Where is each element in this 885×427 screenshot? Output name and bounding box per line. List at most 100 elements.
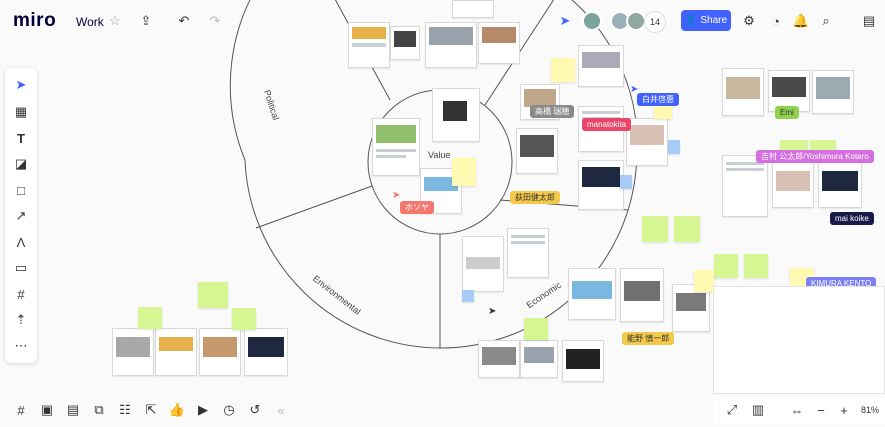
zoom-in-icon[interactable]: + [840,402,848,418]
collapse-icon[interactable]: « [277,402,285,418]
sticky-note[interactable] [810,140,836,152]
sticky-note[interactable] [744,254,768,278]
zoom-controls: ⤢ ▥ ⇔ − + 81% [713,396,885,424]
share-label: Share [700,15,728,26]
export-icon[interactable]: ⇱ [145,402,157,417]
board-card[interactable] [390,26,420,60]
board-card[interactable] [722,68,764,116]
templates-icon[interactable]: ▦ [14,104,28,119]
sticky-note[interactable] [668,140,680,154]
board-card[interactable] [722,155,768,217]
fullscreen-icon[interactable]: ⤢ [726,402,738,417]
miro-logo[interactable]: miro [13,10,57,31]
board-card[interactable] [578,160,624,210]
board-card[interactable] [507,228,549,278]
board-card[interactable] [432,88,480,142]
video-icon[interactable]: ▶ [198,402,208,417]
frames-icon[interactable]: # [17,402,25,418]
board-card[interactable] [452,0,494,18]
present-icon[interactable]: ▣ [40,402,54,417]
connector-tool-icon[interactable]: ↗ [15,208,27,223]
sticky-note[interactable] [232,308,256,330]
zoom-level[interactable]: 81% [861,405,880,415]
avatar[interactable] [626,11,646,31]
cursor-arrow-icon: ➤ [630,84,639,95]
board-card[interactable] [462,236,504,292]
kanban-icon[interactable]: ☷ [119,402,131,417]
board-card[interactable] [516,128,558,174]
cursor-filter-icon[interactable]: ➤ [559,13,571,28]
board-card[interactable] [562,340,604,382]
upload-tool-icon[interactable]: ⇡ [15,312,27,327]
board-card[interactable] [772,160,814,208]
board-card[interactable] [425,22,477,68]
star-icon[interactable]: ☆ [109,13,121,28]
board-card[interactable] [620,268,664,322]
cursor-tag: ホソヤ [400,201,434,214]
bottom-toolbar: # ▣ ▤ ⧉ ☷ ⇱ 👍 ▶ ◷ ↺ « [8,398,298,422]
board-card[interactable] [812,70,854,114]
shape-tool-icon[interactable]: □ [17,182,25,198]
history-icon[interactable]: ↺ [249,402,261,417]
board-card[interactable] [578,45,624,87]
more-tools-icon[interactable]: ⋯ [14,338,28,353]
board-card[interactable] [568,268,616,320]
notes-icon[interactable]: ▤ [862,13,876,28]
sliders-icon[interactable]: ⚙ [743,13,755,28]
sticky-note[interactable] [714,254,738,278]
board-card[interactable] [244,328,288,376]
sticky-note-tool-icon[interactable]: ◪ [14,156,28,171]
comment-tool-icon[interactable]: ▭ [14,260,28,275]
cursor-tag: 白井啓惠 [637,93,679,106]
timer-icon[interactable]: ◷ [223,402,235,417]
share-button[interactable]: 👤 Share [681,10,731,31]
sticky-note[interactable] [620,175,632,189]
timer-icon[interactable]: ◔ [772,13,780,29]
sticky-note[interactable] [694,270,714,292]
map-icon[interactable]: ▥ [751,402,765,417]
board-card[interactable] [626,118,668,166]
bell-icon[interactable]: 🔔 [792,13,810,28]
text-tool-icon[interactable]: T [17,130,25,146]
sticky-note[interactable] [198,282,228,308]
board-card[interactable] [478,22,520,64]
undo-icon[interactable]: ↶ [178,13,190,28]
top-bar: miro Work ☆ ⇪ ↶ ↷ ➤ 14 👤 Share ⚙ ◔ 🔔 ⌕ ▤ [0,0,885,42]
sticky-note[interactable] [462,290,474,302]
sticky-note[interactable] [138,307,162,329]
board-card[interactable] [478,340,520,378]
cursor-tag: 高橋 瑞穂 [530,105,575,118]
reaction-icon[interactable]: 👍 [168,402,186,417]
fit-width-icon[interactable]: ⇔ [790,402,804,418]
pen-tool-icon[interactable]: Λ [16,234,26,250]
board-card[interactable] [672,284,710,332]
avatar[interactable] [582,11,602,31]
comments-icon[interactable]: ▤ [66,402,80,417]
board-card[interactable] [372,118,420,176]
board-card[interactable] [520,340,558,378]
board-card[interactable] [155,328,197,376]
zoom-out-icon[interactable]: − [817,402,825,418]
sticky-note[interactable] [642,216,668,242]
board-card[interactable] [348,22,390,68]
sticky-note[interactable] [452,158,476,186]
minimap[interactable] [713,286,885,394]
select-tool-icon[interactable]: ➤ [15,77,27,92]
collaborator-count[interactable]: 14 [644,11,666,33]
sticky-note[interactable] [524,318,548,340]
users-icon: 👤 [684,15,698,26]
mouse-pointer-icon: ➤ [488,306,497,317]
sticky-note[interactable] [551,58,575,82]
upload-icon[interactable]: ⇪ [140,13,152,28]
board-card[interactable] [199,328,241,376]
redo-icon[interactable]: ↷ [209,13,221,28]
board-name[interactable]: Work [76,15,104,29]
frame-tool-icon[interactable]: # [17,286,25,302]
cards-icon[interactable]: ⧉ [94,402,104,417]
board-card[interactable] [818,162,862,208]
sticky-note[interactable] [780,140,808,152]
search-icon[interactable]: ⌕ [822,13,830,28]
sticky-note[interactable] [674,216,700,242]
board-card[interactable] [112,328,154,376]
